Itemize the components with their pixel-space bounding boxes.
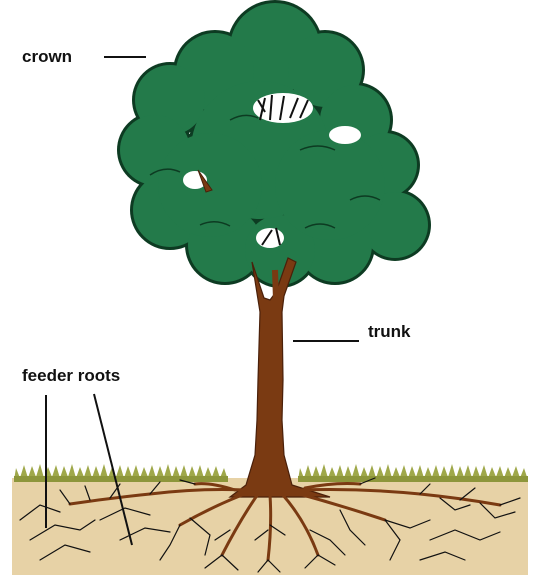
trunk	[230, 258, 330, 497]
crown-label: crown	[22, 48, 72, 65]
feeder-roots-label: feeder roots	[22, 367, 120, 384]
grass-strip-right	[298, 464, 528, 482]
trunk-label: trunk	[368, 323, 411, 340]
crown-foliage	[117, 0, 431, 288]
